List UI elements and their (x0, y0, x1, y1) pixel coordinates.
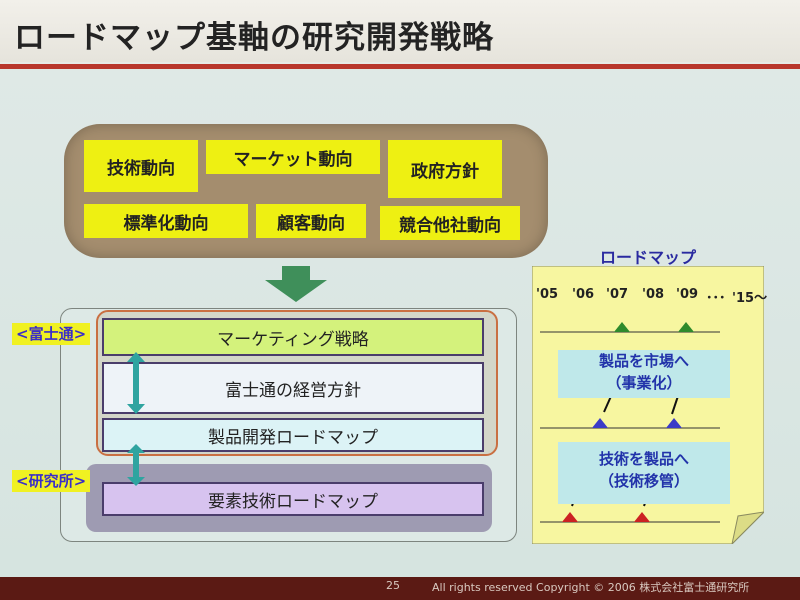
research-label: <研究所> (12, 470, 91, 492)
down-arrow-icon (265, 266, 327, 302)
roadmap-title: ロードマップ (600, 248, 697, 267)
slide-title: ロードマップ基軸の研究開発戦略 (14, 20, 494, 56)
bidirectional-arrow-icon (127, 352, 145, 414)
title-band (0, 0, 800, 62)
market-launch-marker-icon (678, 322, 694, 332)
year-label: '08 (642, 287, 665, 302)
research-start-marker-icon (562, 512, 578, 522)
transfer-marker-icon (592, 418, 608, 428)
box-line: （技術移管） (598, 472, 689, 490)
trend-competitor: 競合他社動向 (380, 206, 520, 240)
trend-market: マーケット動向 (206, 140, 380, 174)
year-label: '09 (676, 287, 699, 302)
management-policy-bar: 富士通の経営方針 (102, 362, 484, 414)
footer-band (0, 577, 800, 600)
trend-standardization: 標準化動向 (84, 204, 248, 238)
trend-customer: 顧客動向 (256, 204, 366, 238)
year-label: '06 (572, 287, 595, 302)
box-line: 製品を市場へ (598, 352, 689, 370)
research-start-marker-icon (634, 512, 650, 522)
technology-transfer-box: 技術を製品へ （技術移管） (558, 442, 730, 504)
trend-government: 政府方針 (388, 140, 502, 198)
year-label: '15〜 (732, 291, 768, 306)
title-underline (0, 64, 800, 69)
market-launch-marker-icon (614, 322, 630, 332)
year-label: ･･･ (706, 291, 726, 306)
box-line: （事業化） (606, 374, 682, 392)
page-number: 25 (386, 579, 400, 592)
year-label: '07 (606, 287, 629, 302)
transfer-marker-icon (666, 418, 682, 428)
product-roadmap-bar: 製品開発ロードマップ (102, 418, 484, 452)
marketing-strategy-bar: マーケティング戦略 (102, 318, 484, 356)
copyright-text: All rights reserved Copyright © 2006 株式会… (432, 581, 750, 594)
box-line: 技術を製品へ (598, 450, 689, 468)
trend-technology: 技術動向 (84, 140, 198, 192)
element-technology-roadmap-bar: 要素技術ロードマップ (102, 482, 484, 516)
year-label: '05 (536, 287, 559, 302)
fujitsu-label: <富士通> (12, 323, 91, 345)
commercialization-box: 製品を市場へ （事業化） (558, 350, 730, 398)
bidirectional-arrow-icon (127, 444, 145, 486)
